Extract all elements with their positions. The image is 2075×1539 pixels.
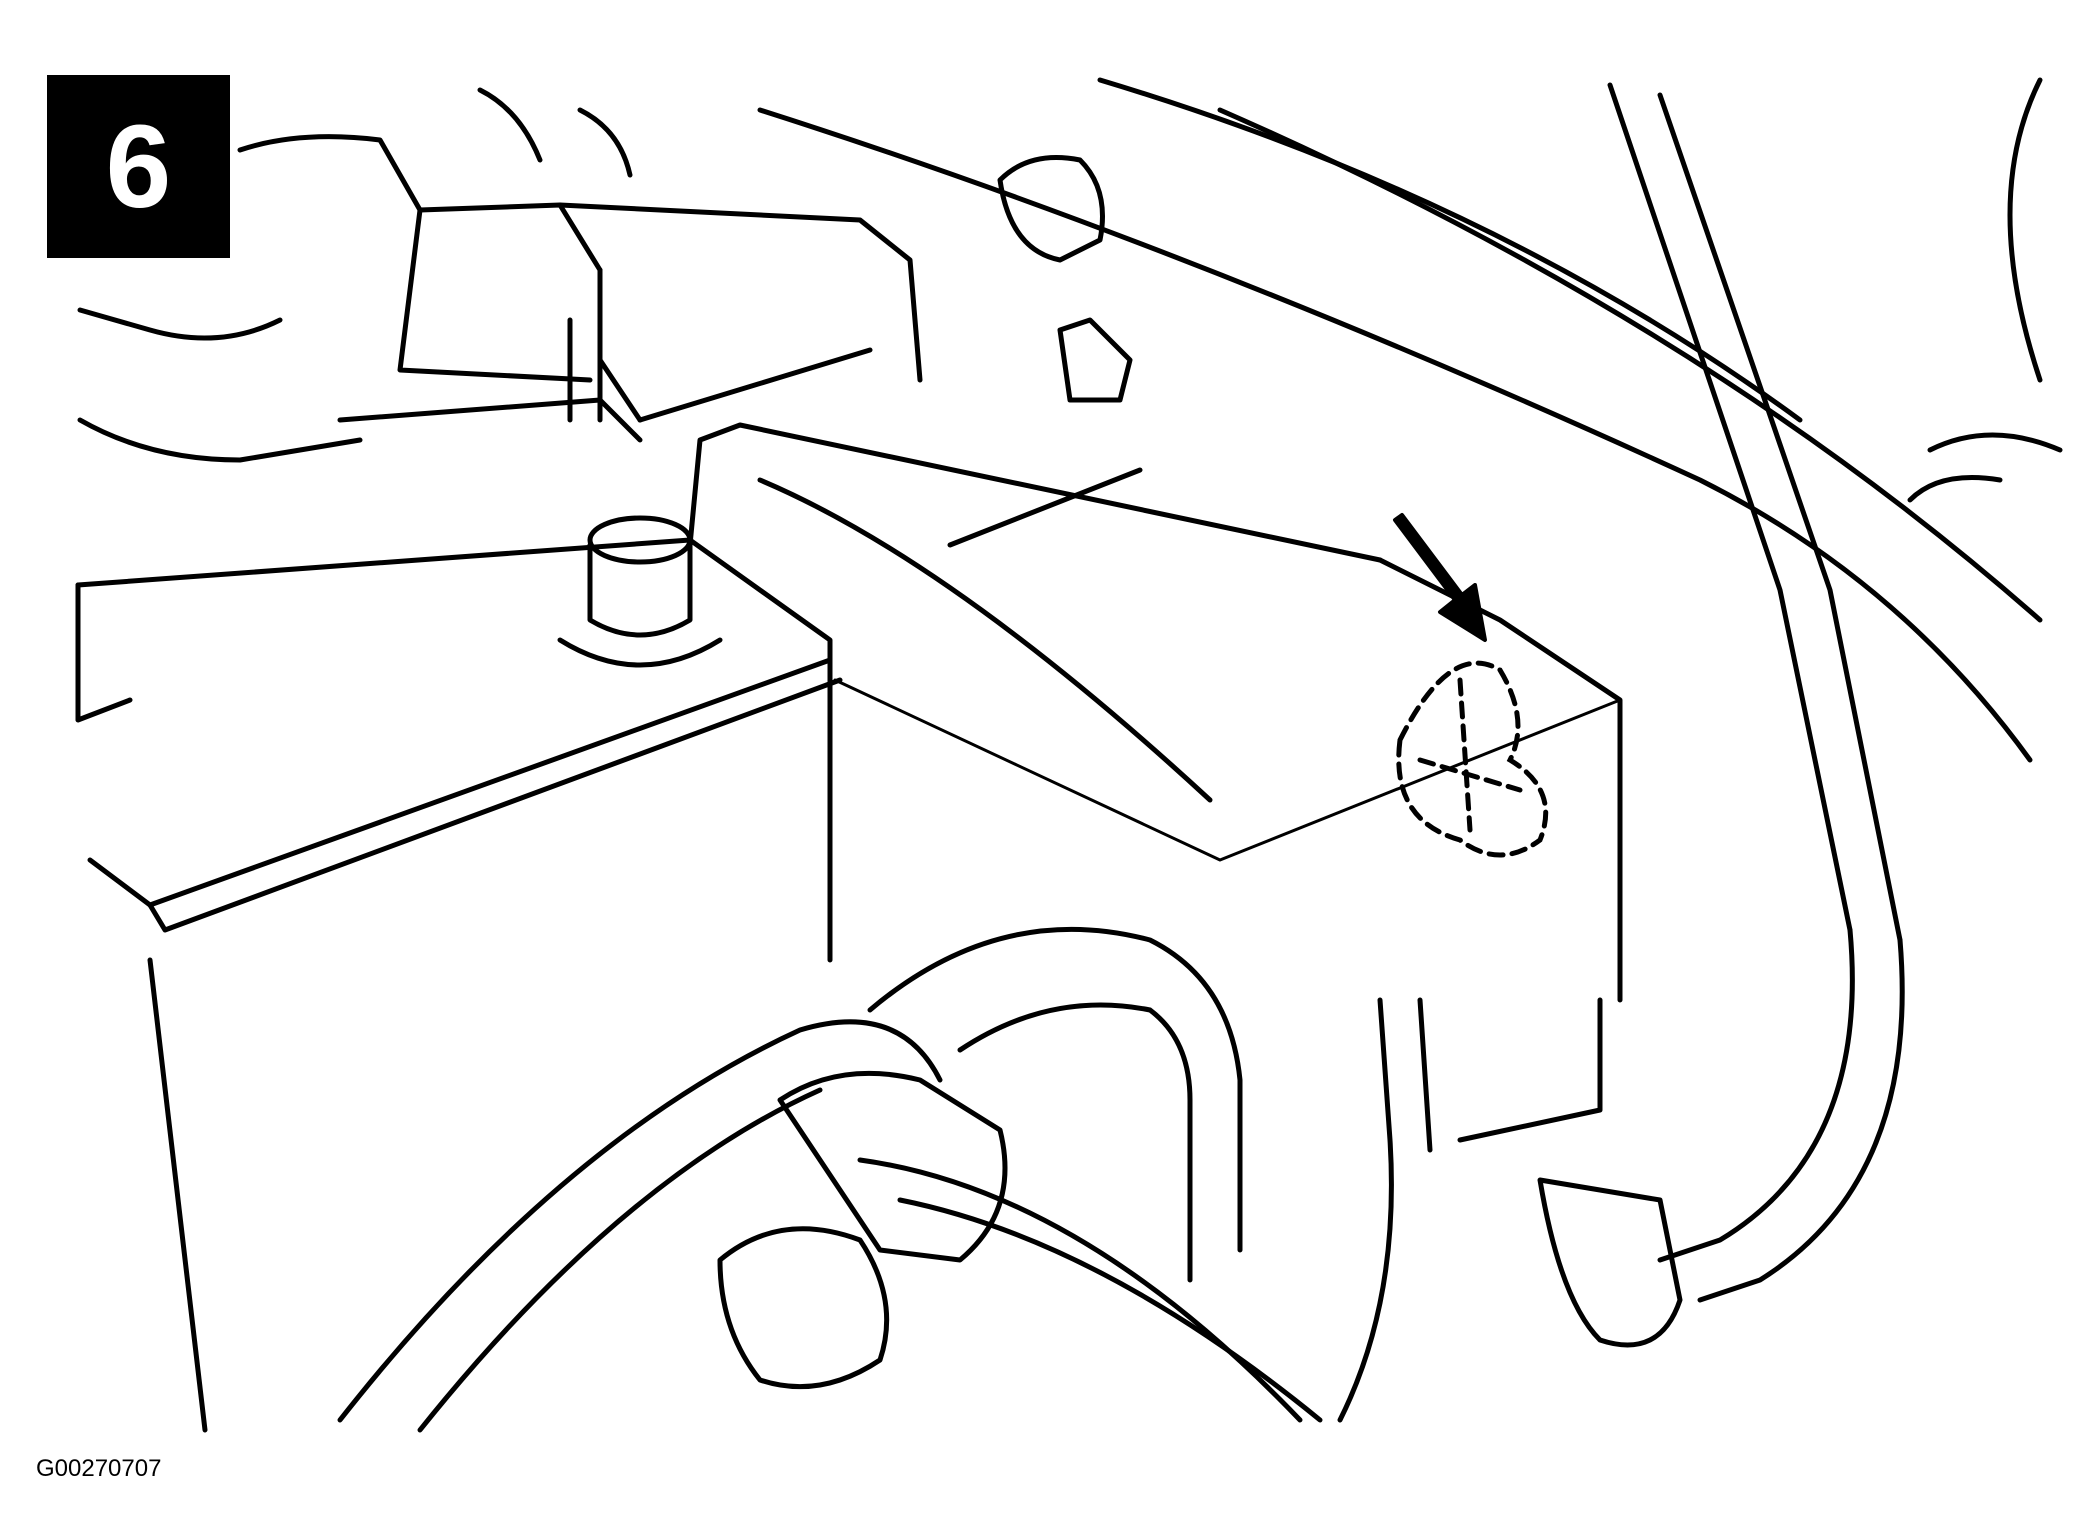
cable-illustration xyxy=(337,77,2063,1433)
arrow-indicator-icon xyxy=(1393,513,1487,642)
battery-illustration xyxy=(75,422,1623,1433)
bracket-illustration xyxy=(77,87,1133,463)
step-badge: 6 xyxy=(47,75,230,258)
connector-clip-icon xyxy=(1396,660,1549,858)
figure-id-caption: G00270707 xyxy=(36,1455,162,1482)
step-number: 6 xyxy=(105,100,172,233)
